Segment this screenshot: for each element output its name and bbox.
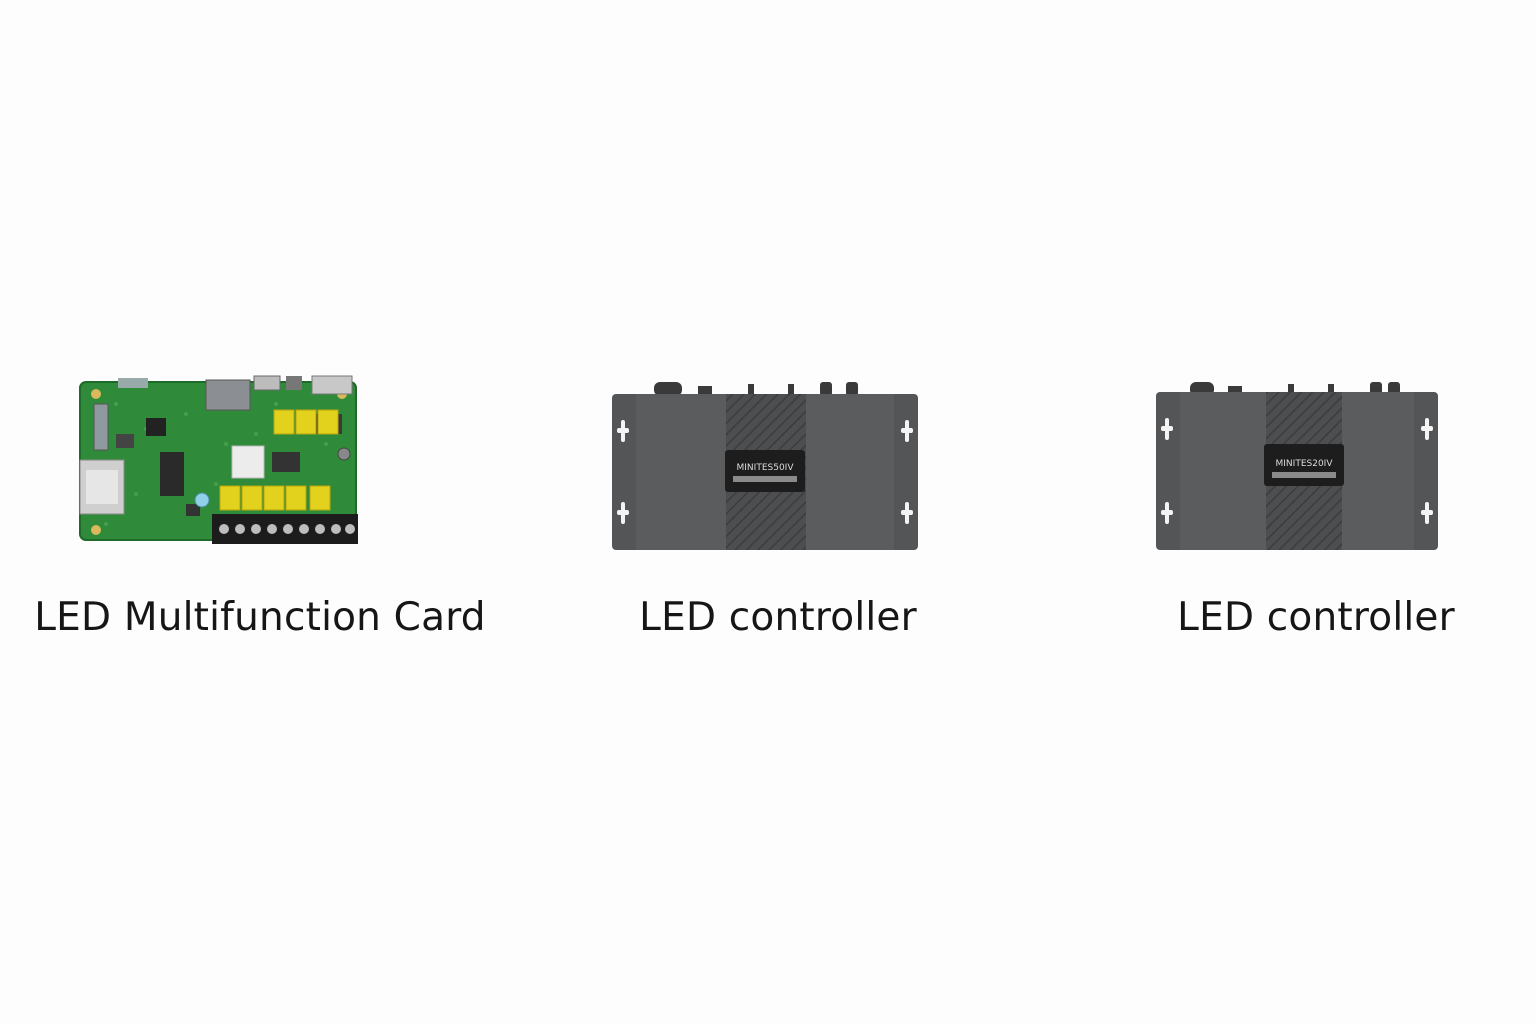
product-caption: LED controller (1177, 595, 1455, 640)
model-label: MINITES20IV (1276, 459, 1334, 469)
product-caption: LED controller (639, 595, 917, 640)
pcb-board-icon (79, 375, 358, 544)
led-controller-box-icon: MINITES20IV (1156, 382, 1438, 550)
model-label: MINITES50IV (737, 463, 795, 473)
led-controller-box-icon: MINITES50IV (612, 382, 918, 550)
product-caption: LED Multifunction Card (34, 595, 486, 640)
